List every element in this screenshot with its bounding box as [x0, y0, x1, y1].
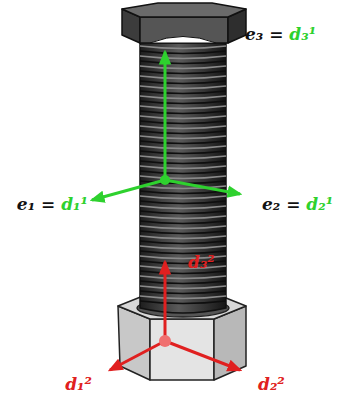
- thread-line: [140, 121, 226, 124]
- thread-line: [140, 271, 226, 274]
- thread-line: [140, 281, 226, 284]
- thread-line: [140, 296, 226, 299]
- thread-line: [140, 51, 226, 54]
- thread-line: [140, 56, 226, 59]
- thread-line: [140, 141, 226, 144]
- thread-line: [140, 111, 226, 114]
- nut-axis-label: d₂²: [258, 375, 285, 394]
- label-part: d₃¹: [283, 24, 316, 44]
- drawing-part: [150, 37, 216, 44]
- drawing-part: [150, 319, 214, 380]
- thread-line: [140, 301, 226, 304]
- thread-line: [140, 241, 226, 244]
- thread-line: [140, 136, 226, 139]
- label-part: e₃ =: [245, 24, 283, 44]
- thread-line: [140, 126, 226, 129]
- thread-line: [140, 86, 226, 89]
- drawing-part: [165, 341, 240, 370]
- thread-line: [140, 236, 226, 239]
- thread-line: [140, 146, 226, 149]
- thread-line: [140, 131, 226, 134]
- thread-line: [140, 101, 226, 104]
- thread-line: [140, 166, 226, 169]
- drawing-part: [164, 52, 167, 180]
- drawing-part: [140, 17, 228, 43]
- thread-line: [140, 191, 226, 194]
- drawing-part: [140, 40, 226, 313]
- thread-line: [140, 91, 226, 94]
- thread-line: [140, 291, 226, 294]
- thread-line: [140, 226, 226, 229]
- thread-line: [140, 221, 226, 224]
- drawing-part: [164, 262, 167, 341]
- threaded-shaft: [140, 40, 226, 313]
- thread-lines: [140, 46, 226, 304]
- thread-line: [140, 71, 226, 74]
- thread-line: [140, 196, 226, 199]
- thread-line: [140, 156, 226, 159]
- red-frame: [110, 262, 240, 370]
- thread-line: [140, 151, 226, 154]
- thread-line: [140, 211, 226, 214]
- thread-line: [140, 216, 226, 219]
- thread-line: [140, 201, 226, 204]
- drawing-part: [92, 180, 165, 200]
- thread-line: [140, 66, 226, 69]
- frame-axis-label: e₂ = d₂¹: [262, 195, 333, 214]
- thread-line: [140, 81, 226, 84]
- thread-line: [140, 61, 226, 64]
- thread-line: [140, 176, 226, 179]
- drawing-part: [165, 180, 240, 194]
- label-part: d₂¹: [300, 194, 333, 214]
- thread-line: [140, 96, 226, 99]
- label-part: d₁¹: [55, 194, 88, 214]
- label-part: e₁ =: [17, 194, 55, 214]
- frame-axis-label: e₁ = d₁¹: [17, 195, 88, 214]
- nut-axis-label: d₃²: [188, 253, 215, 272]
- thread-line: [140, 206, 226, 209]
- thread-line: [140, 116, 226, 119]
- nut-axis-label: d₁²: [65, 375, 92, 394]
- thread-line: [140, 231, 226, 234]
- drawing-part: [160, 175, 170, 185]
- green-frame: [92, 52, 240, 200]
- thread-line: [140, 76, 226, 79]
- thread-line: [140, 276, 226, 279]
- label-part: e₂ =: [262, 194, 300, 214]
- thread-line: [140, 286, 226, 289]
- drawing-part: [159, 335, 171, 347]
- bolt-head: [122, 3, 246, 43]
- thread-line: [140, 161, 226, 164]
- thread-line: [140, 246, 226, 249]
- thread-line: [140, 46, 226, 49]
- frame-axis-label: e₃ = d₃¹: [245, 25, 316, 44]
- drawing-part: [110, 341, 165, 370]
- drawing-part: [122, 3, 246, 17]
- thread-line: [140, 106, 226, 109]
- thread-line: [140, 171, 226, 174]
